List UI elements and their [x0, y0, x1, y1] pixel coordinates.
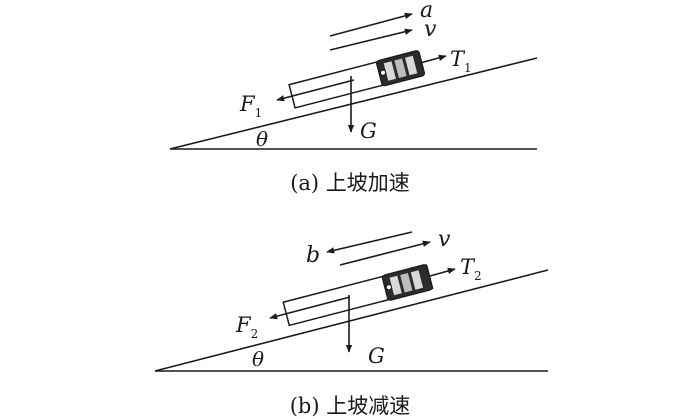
engine-fin-b — [400, 273, 413, 293]
angle-label-a: θ — [256, 127, 268, 151]
svg-text:F1: F1 — [239, 92, 262, 120]
tension-label-b: T — [460, 255, 476, 279]
engine-pivot-b — [385, 284, 392, 291]
panel-a: a v T1 F1 G θ (a) 上坡加速 — [169, 0, 538, 195]
engine-fin-a — [394, 58, 407, 78]
tension-subscript-a: 1 — [464, 61, 472, 75]
incline-line-b — [154, 269, 549, 372]
friction-subscript-b: 2 — [251, 327, 259, 341]
accel-label-a: a — [420, 0, 433, 23]
tension-arrow-a — [419, 54, 447, 64]
friction-label-b: F — [235, 313, 252, 337]
svg-text:T1: T1 — [450, 47, 472, 75]
friction-arrow-a — [276, 79, 355, 102]
friction-label-a: F — [239, 92, 256, 116]
caption-b: (b) 上坡减速 — [290, 394, 411, 418]
decel-arrow-b — [326, 231, 413, 254]
engine-fin-b — [389, 275, 402, 296]
velocity-arrow-b — [339, 240, 431, 266]
tension-arrow-b — [429, 267, 456, 277]
gravity-label-b: G — [368, 344, 385, 368]
velocity-arrow-a — [329, 28, 413, 51]
incline-line-a — [169, 57, 538, 150]
accel-arrow-a — [329, 12, 413, 37]
decel-label-b: b — [306, 243, 320, 268]
svg-text:T2: T2 — [460, 255, 482, 283]
engine-fin-a — [383, 61, 396, 81]
gravity-label-a: G — [360, 119, 377, 143]
tension-subscript-b: 2 — [474, 269, 482, 283]
cart-a — [288, 50, 426, 109]
svg-text:F2: F2 — [235, 313, 258, 341]
angle-label-b: θ — [252, 347, 264, 371]
velocity-label-b: v — [438, 227, 451, 252]
friction-arrow-b — [269, 296, 351, 320]
velocity-label-a: v — [424, 17, 437, 42]
tension-label-a: T — [450, 47, 466, 71]
cart-b — [282, 264, 434, 327]
friction-subscript-a: 1 — [255, 106, 263, 120]
engine-pivot-a — [379, 69, 387, 76]
engine-fin-a — [405, 55, 418, 76]
engine-fin-b — [410, 270, 424, 290]
caption-a: (a) 上坡加速 — [290, 171, 410, 195]
panel-b: b v T2 F2 G θ (b) 上坡减速 — [154, 227, 549, 418]
